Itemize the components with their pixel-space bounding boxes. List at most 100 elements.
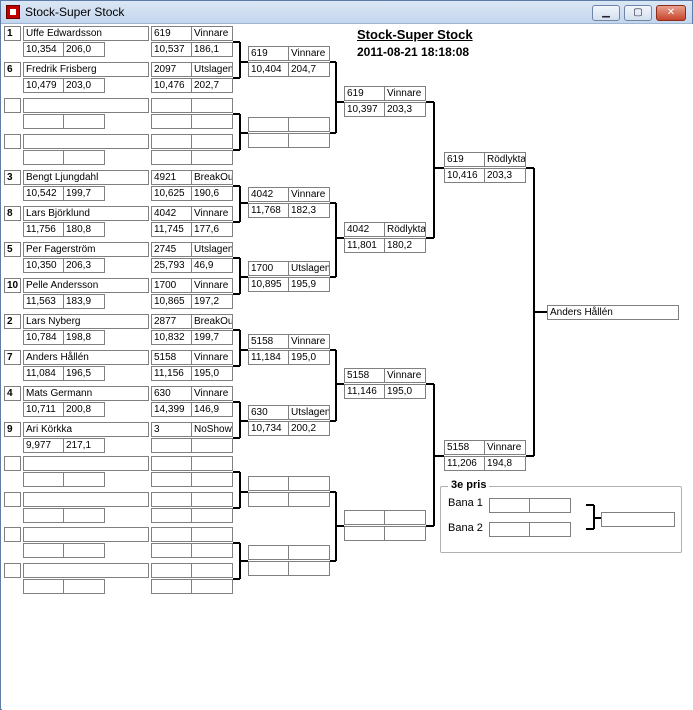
round2-et[interactable]: 11,768 [248,203,289,218]
driver-name-field[interactable]: Fredrik Frisberg [23,62,149,77]
race-et-field[interactable]: 25,793 [151,258,192,273]
round2-status[interactable]: Utslagen [288,261,330,276]
car-number-status[interactable] [151,134,233,149]
qualifying-et-field[interactable]: 10,711 [23,402,64,417]
round2-status[interactable]: Vinnare [288,46,330,61]
race-et-field[interactable]: 10,537 [151,42,192,57]
round4-speed[interactable]: 203,3 [484,168,526,183]
lane2-number[interactable] [489,522,530,537]
qualifying-et-field[interactable] [23,543,64,558]
round3-status[interactable]: Vinnare [384,86,426,101]
round2-car-number[interactable] [248,476,289,491]
round3-et[interactable]: 11,801 [344,238,385,253]
result-status-field[interactable]: Vinnare [191,350,233,365]
round2-car-number[interactable]: 4042 [248,187,289,202]
car-number-status[interactable] [151,492,233,507]
round3-car-number[interactable]: 4042 [344,222,385,237]
qualifying-et-field[interactable]: 10,784 [23,330,64,345]
race-speed-field[interactable]: 190,6 [191,186,233,201]
round4-car-number[interactable]: 619 [444,152,485,167]
result-status-field[interactable]: Vinnare [191,386,233,401]
qualifying-speed-field[interactable]: 198,8 [63,330,105,345]
round2-car-number[interactable] [248,117,289,132]
car-number-field[interactable] [151,98,192,113]
car-number-field[interactable] [151,563,192,578]
race-times[interactable] [151,472,233,487]
qualifying-speed-field[interactable]: 217,1 [63,438,105,453]
car-number-field[interactable]: 2745 [151,242,192,257]
qualifying-speed-field[interactable]: 206,0 [63,42,105,57]
result-status-field[interactable] [191,527,233,542]
round3-status[interactable]: Vinnare [384,368,426,383]
lane1-entry[interactable] [489,498,571,513]
close-button[interactable]: ✕ [656,5,686,21]
round3-car-number[interactable]: 5158 [344,368,385,383]
result-status-field[interactable] [191,492,233,507]
round3-status[interactable]: Rödlykta [384,222,426,237]
driver-name-field[interactable] [23,456,149,471]
qualifying-et-field[interactable]: 10,350 [23,258,64,273]
round3-et[interactable]: 11,146 [344,384,385,399]
race-et-field[interactable] [151,543,192,558]
car-number-field[interactable] [151,492,192,507]
race-speed-field[interactable] [191,438,233,453]
race-et-field[interactable]: 10,476 [151,78,192,93]
minimize-button[interactable]: ▁ [592,5,620,21]
car-number-field[interactable] [151,134,192,149]
race-times[interactable] [151,150,233,165]
car-number-field[interactable]: 3 [151,422,192,437]
round3-speed[interactable]: 195,0 [384,384,426,399]
round2-times[interactable] [248,561,330,576]
round2-speed[interactable] [288,492,330,507]
result-status-field[interactable] [191,563,233,578]
round2-status[interactable]: Utslagen [288,405,330,420]
result-status-field[interactable]: NoShow [191,422,233,437]
driver-name-field[interactable]: Bengt Ljungdahl [23,170,149,185]
round2-status[interactable]: Vinnare [288,187,330,202]
qualifying-et-field[interactable]: 10,542 [23,186,64,201]
title-bar[interactable]: Stock-Super Stock ▁ ▢ ✕ [1,1,692,24]
qualifying-speed-field[interactable] [63,543,105,558]
lane1-number[interactable] [489,498,530,513]
race-et-field[interactable]: 10,832 [151,330,192,345]
round2-car-status[interactable] [248,476,330,491]
qualifying-speed-field[interactable]: 183,9 [63,294,105,309]
qualifying-times[interactable] [23,114,105,129]
car-number-field[interactable]: 4042 [151,206,192,221]
race-et-field[interactable]: 11,745 [151,222,192,237]
round3-speed[interactable]: 203,3 [384,102,426,117]
result-status-field[interactable]: Vinnare [191,206,233,221]
round3-speed[interactable] [384,526,426,541]
race-speed-field[interactable] [191,508,233,523]
race-et-field[interactable] [151,438,192,453]
race-speed-field[interactable]: 146,9 [191,402,233,417]
round4-et[interactable]: 11,206 [444,456,485,471]
car-number-field[interactable]: 630 [151,386,192,401]
car-number-field[interactable]: 2097 [151,62,192,77]
race-et-field[interactable]: 11,156 [151,366,192,381]
round3-et[interactable] [344,526,385,541]
round2-car-number[interactable] [248,545,289,560]
qualifying-speed-field[interactable] [63,114,105,129]
driver-name-field[interactable]: Ari Körkka [23,422,149,437]
